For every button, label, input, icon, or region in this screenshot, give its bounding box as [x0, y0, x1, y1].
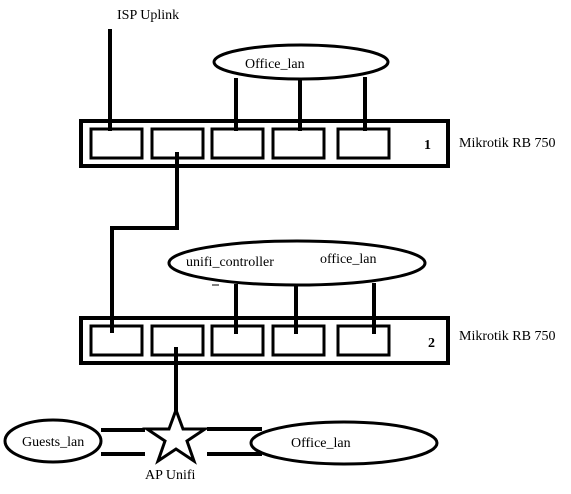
router2-number: 2: [428, 336, 435, 351]
router1-port-1: [89, 127, 144, 160]
guests-lan-ellipse: [3, 418, 103, 464]
office-lan-mid-label: office_lan: [320, 252, 377, 267]
router2-chassis: [79, 316, 450, 365]
router2-port-5: [336, 324, 391, 357]
office-lan-top-ellipse: [212, 43, 390, 81]
router1-number: 1: [424, 138, 431, 153]
router1-chassis: [79, 119, 450, 168]
router1-name: Mikrotik RB 750: [459, 136, 555, 151]
office-lan-top-label: Office_lan: [245, 57, 305, 72]
ap-unifi-star-icon: [142, 405, 210, 465]
office-lan-bottom-label: Office_lan: [291, 436, 351, 451]
router2-port-4: [271, 324, 326, 357]
office-lan-bottom-ellipse: [249, 420, 439, 466]
guests-lan-label: Guests_lan: [22, 435, 84, 450]
ap-unifi-label: AP Unifi: [145, 468, 196, 483]
unifi-controller-label: unifi_controller: [186, 255, 274, 270]
isp-uplink-label: ISP Uplink: [117, 8, 179, 23]
router-interconnect-cable: [110, 152, 179, 333]
router1-port-5: [336, 127, 391, 160]
router2-name: Mikrotik RB 750: [459, 329, 555, 344]
router1-port-4: [271, 127, 326, 160]
router2-port-1: [89, 324, 144, 357]
router1-port-3: [210, 127, 265, 160]
router2-port-3: [210, 324, 265, 357]
